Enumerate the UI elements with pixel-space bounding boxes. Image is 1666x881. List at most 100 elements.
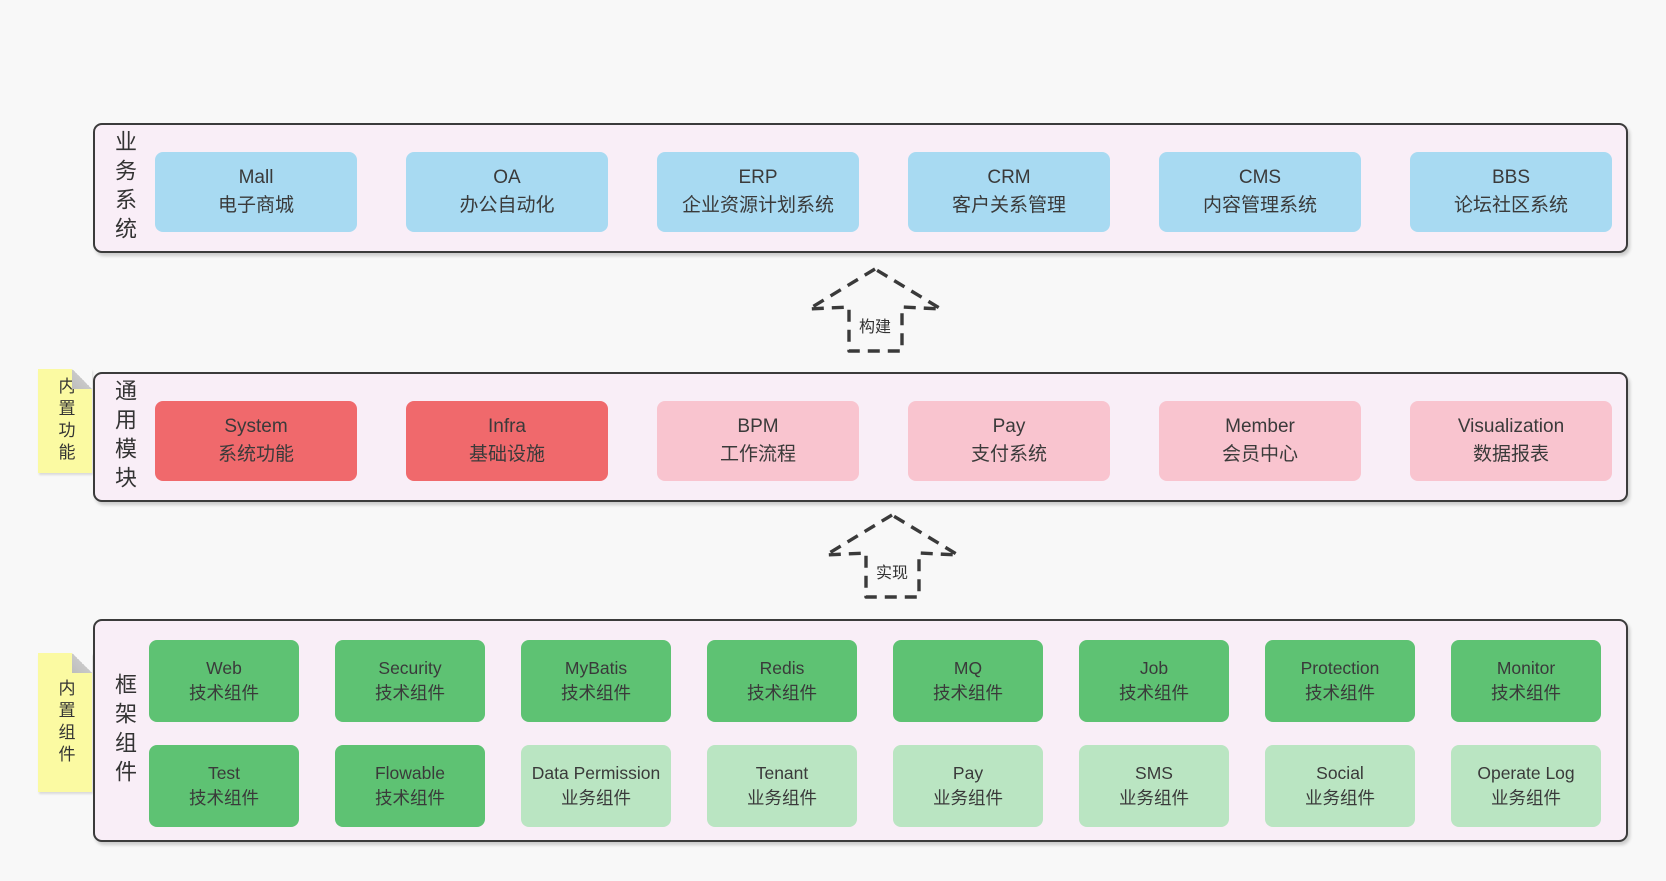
box-title: Test [207, 762, 241, 783]
box-infra: Infra 基础设施 [406, 401, 608, 481]
box-web: Web 技术组件 [149, 640, 299, 722]
box-tenant: Tenant 业务组件 [707, 745, 857, 827]
box-protection: Protection 技术组件 [1265, 640, 1415, 722]
modules-box-row: System 系统功能 Infra 基础设施 BPM 工作流程 Pay 支付系统… [155, 401, 1612, 481]
layer-label: 框架组件 [112, 672, 137, 789]
sticky-note-built-in-components: 内置组件 [38, 653, 92, 792]
box-title: Visualization [1457, 416, 1565, 438]
box-title: MyBatis [564, 657, 628, 678]
box-subtitle: 技术组件 [375, 683, 445, 703]
framework-box-row-1: Web 技术组件 Security 技术组件 MyBatis 技术组件 Redi… [149, 640, 1601, 722]
box-subtitle: 业务组件 [1305, 788, 1375, 808]
box-title: Data Permission [531, 762, 661, 783]
layer-common-modules: 通用模块 System 系统功能 Infra 基础设施 BPM 工作流程 Pay… [93, 372, 1628, 502]
box-title: Social [1316, 762, 1364, 783]
business-box-row: Mall 电子商城 OA 办公自动化 ERP 企业资源计划系统 CRM 客户关系… [155, 152, 1612, 232]
box-subtitle: 技术组件 [561, 683, 631, 703]
box-pay-module: Pay 支付系统 [908, 401, 1110, 481]
box-crm: CRM 客户关系管理 [908, 152, 1110, 232]
box-operate-log: Operate Log 业务组件 [1451, 745, 1601, 827]
box-security: Security 技术组件 [335, 640, 485, 722]
sticky-note-text: 内置组件 [55, 678, 75, 767]
box-data-permission: Data Permission 业务组件 [521, 745, 671, 827]
box-title: BBS [1491, 167, 1531, 189]
box-title: Pay [952, 762, 984, 783]
box-mq: MQ 技术组件 [893, 640, 1043, 722]
dashed-up-arrow-shape [807, 267, 943, 353]
box-title: Protection [1300, 657, 1380, 678]
box-title: Operate Log [1477, 762, 1575, 783]
box-subtitle: 数据报表 [1472, 444, 1549, 465]
box-title: CRM [987, 167, 1031, 189]
box-monitor: Monitor 技术组件 [1451, 640, 1601, 722]
box-title: Tenant [755, 762, 809, 783]
box-subtitle: 业务组件 [933, 788, 1003, 808]
box-subtitle: 电子商城 [217, 195, 294, 216]
layer-business-systems: 业务系统 Mall 电子商城 OA 办公自动化 ERP 企业资源计划系统 CRM… [93, 123, 1628, 253]
box-pay-component: Pay 业务组件 [893, 745, 1043, 827]
box-title: MQ [953, 657, 983, 678]
box-title: System [224, 416, 288, 438]
up-arrow-icon: 实现 [822, 512, 962, 600]
box-title: Monitor [1496, 657, 1556, 678]
box-redis: Redis 技术组件 [707, 640, 857, 722]
box-subtitle: 技术组件 [189, 788, 259, 808]
box-subtitle: 技术组件 [375, 788, 445, 808]
box-bpm: BPM 工作流程 [657, 401, 859, 481]
box-test: Test 技术组件 [149, 745, 299, 827]
box-flowable: Flowable 技术组件 [335, 745, 485, 827]
box-mybatis: MyBatis 技术组件 [521, 640, 671, 722]
box-subtitle: 业务组件 [747, 788, 817, 808]
box-title: Redis [759, 657, 805, 678]
box-subtitle: 业务组件 [561, 788, 631, 808]
box-visualization: Visualization 数据报表 [1410, 401, 1612, 481]
framework-box-row-2: Test 技术组件 Flowable 技术组件 Data Permission … [149, 745, 1601, 827]
box-subtitle: 技术组件 [189, 683, 259, 703]
box-mall: Mall 电子商城 [155, 152, 357, 232]
box-bbs: BBS 论坛社区系统 [1410, 152, 1612, 232]
box-subtitle: 业务组件 [1491, 788, 1561, 808]
box-sms: SMS 业务组件 [1079, 745, 1229, 827]
up-arrow-icon: 构建 [805, 266, 945, 354]
box-oa: OA 办公自动化 [406, 152, 608, 232]
box-subtitle: 内容管理系统 [1202, 195, 1317, 216]
box-subtitle: 技术组件 [1491, 683, 1561, 703]
box-title: Flowable [374, 762, 446, 783]
box-social: Social 业务组件 [1265, 745, 1415, 827]
box-subtitle: 技术组件 [1119, 683, 1189, 703]
box-subtitle: 企业资源计划系统 [681, 195, 834, 216]
box-system: System 系统功能 [155, 401, 357, 481]
box-subtitle: 工作流程 [719, 444, 796, 465]
box-title: Web [206, 657, 242, 678]
box-title: Mall [238, 167, 274, 189]
box-subtitle: 业务组件 [1119, 788, 1189, 808]
box-subtitle: 基础设施 [468, 444, 545, 465]
layer-label: 业务系统 [112, 130, 137, 246]
layer-framework-components: 框架组件 Web 技术组件 Security 技术组件 MyBatis 技术组件… [93, 619, 1628, 842]
box-cms: CMS 内容管理系统 [1159, 152, 1361, 232]
box-title: BPM [737, 416, 779, 438]
box-subtitle: 支付系统 [970, 444, 1047, 465]
layer-label: 通用模块 [112, 379, 137, 495]
box-subtitle: 会员中心 [1221, 444, 1298, 465]
dashed-up-arrow-shape [824, 513, 960, 599]
sticky-note-text: 内置功能 [55, 377, 75, 465]
box-subtitle: 论坛社区系统 [1453, 195, 1568, 216]
box-title: CMS [1238, 167, 1282, 189]
box-subtitle: 办公自动化 [459, 195, 555, 216]
box-subtitle: 客户关系管理 [951, 195, 1066, 216]
box-title: Member [1225, 416, 1295, 438]
arrow-label: 构建 [855, 313, 895, 337]
box-title: OA [493, 167, 521, 189]
sticky-note-built-in-features: 内置功能 [38, 369, 92, 473]
box-subtitle: 系统功能 [217, 444, 294, 465]
box-job: Job 技术组件 [1079, 640, 1229, 722]
box-title: Pay [992, 416, 1026, 438]
box-subtitle: 技术组件 [1305, 683, 1375, 703]
box-subtitle: 技术组件 [747, 683, 817, 703]
box-title: ERP [738, 167, 778, 189]
box-title: Infra [487, 416, 527, 438]
box-title: SMS [1135, 762, 1173, 783]
box-title: Security [378, 657, 442, 678]
